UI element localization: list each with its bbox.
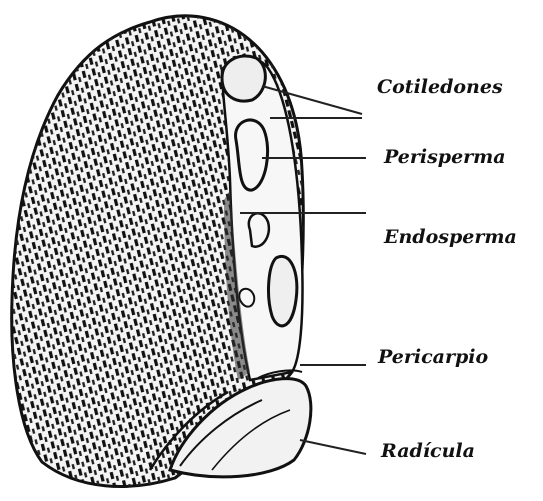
- label-cotiledones: Cotiledones: [377, 78, 503, 97]
- label-endosperma: Endosperma: [384, 228, 517, 247]
- label-perisperma: Perisperma: [384, 148, 506, 167]
- label-radicula: Radícula: [381, 442, 475, 461]
- label-pericarpio: Pericarpio: [378, 348, 488, 367]
- endosperm-shape: [269, 256, 297, 326]
- cotyledon-lobe: [222, 56, 265, 101]
- leader-radicula: [300, 440, 366, 454]
